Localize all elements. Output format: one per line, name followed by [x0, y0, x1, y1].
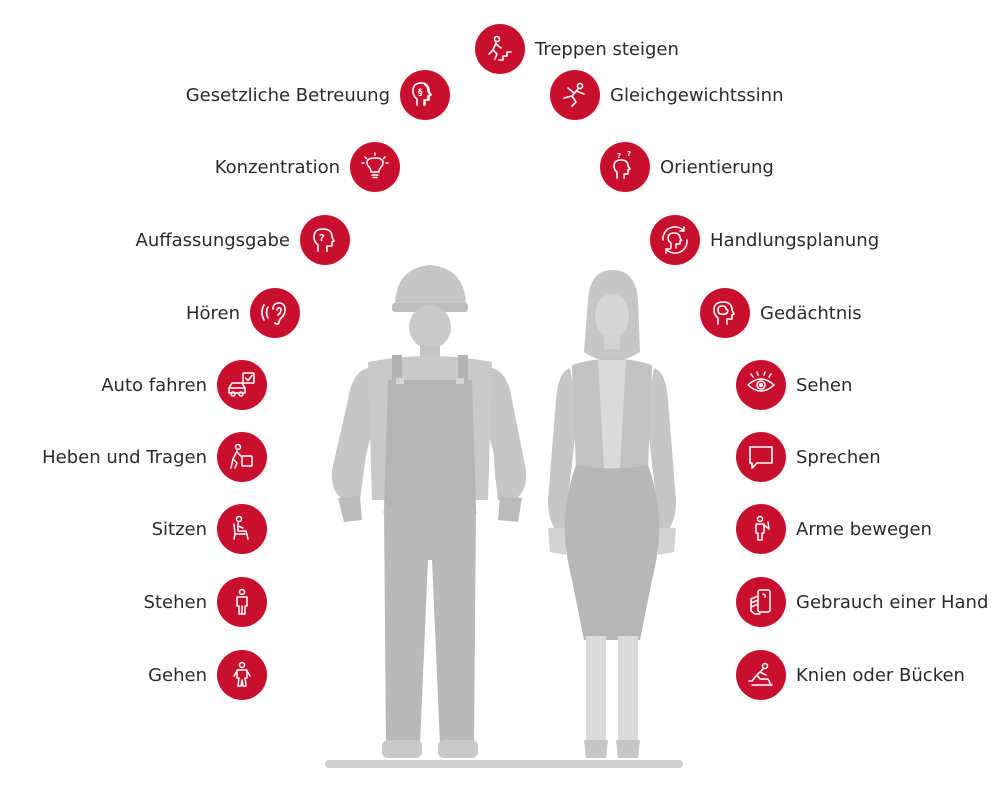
item-gehen: Gehen [148, 650, 267, 700]
svg-text:?: ? [319, 233, 325, 244]
label-gleichgewichtssinn: Gleichgewichtssinn [610, 84, 784, 106]
item-sitzen: Sitzen [152, 504, 267, 554]
label-auffassungsgabe: Auffassungsgabe [135, 229, 291, 251]
item-handlungsplanung: Handlungsplanung [650, 215, 879, 265]
eye-icon [736, 360, 786, 410]
label-gedaechtnis: Gedächtnis [760, 302, 862, 324]
label-heben-und-tragen: Heben und Tragen [42, 446, 207, 468]
hand-icon [736, 577, 786, 627]
question-head-icon: ? ? [600, 142, 650, 192]
label-gehen: Gehen [148, 664, 207, 686]
item-knien-oder-buecken: Knien oder Bücken [736, 650, 965, 700]
head-question-icon: ? [300, 215, 350, 265]
item-konzentration: Konzentration [215, 142, 400, 192]
brain-head-icon [700, 288, 750, 338]
balance-icon [550, 70, 600, 120]
label-sehen: Sehen [796, 374, 853, 396]
item-heben-und-tragen: Heben und Tragen [42, 432, 267, 482]
item-gleichgewichtssinn: Gleichgewichtssinn [550, 70, 784, 120]
label-arme-bewegen: Arme bewegen [796, 518, 932, 540]
svg-text:?: ? [627, 150, 631, 158]
lifting-icon [217, 432, 267, 482]
label-orientierung: Orientierung [660, 156, 774, 178]
item-treppen-steigen: Treppen steigen [475, 24, 679, 74]
woman-figure [548, 270, 676, 758]
label-stehen: Stehen [143, 591, 207, 613]
kneeling-icon [736, 650, 786, 700]
item-arme-bewegen: Arme bewegen [736, 504, 932, 554]
item-sprechen: Sprechen [736, 432, 881, 482]
label-gebrauch-einer-hand: Gebrauch einer Hand [796, 591, 989, 613]
floor-line [325, 760, 683, 768]
label-konzentration: Konzentration [214, 156, 340, 178]
label-sitzen: Sitzen [151, 518, 207, 540]
item-orientierung: ? ? Orientierung [600, 142, 774, 192]
item-gesetzliche-betreuung: Gesetzliche Betreuung § [186, 70, 450, 120]
ear-icon [250, 288, 300, 338]
walking-icon [217, 650, 267, 700]
item-auffassungsgabe: Auffassungsgabe ? [135, 215, 350, 265]
legal-head-icon: § [400, 70, 450, 120]
stairs-icon [475, 24, 525, 74]
item-stehen: Stehen [144, 577, 267, 627]
item-gedaechtnis: Gedächtnis [700, 288, 862, 338]
lightbulb-icon [350, 142, 400, 192]
speech-bubble-icon [736, 432, 786, 482]
label-auto-fahren: Auto fahren [101, 374, 207, 396]
item-hoeren: Hören [186, 288, 300, 338]
head-cycle-icon [650, 215, 700, 265]
item-gebrauch-einer-hand: Gebrauch einer Hand [736, 577, 988, 627]
arm-icon [736, 504, 786, 554]
label-sprechen: Sprechen [796, 446, 881, 468]
svg-text:?: ? [617, 152, 621, 160]
label-knien-oder-buecken: Knien oder Bücken [796, 664, 965, 686]
label-hoeren: Hören [185, 302, 240, 324]
label-gesetzliche-betreuung: Gesetzliche Betreuung [185, 84, 390, 106]
sitting-icon [217, 504, 267, 554]
label-handlungsplanung: Handlungsplanung [710, 229, 880, 251]
car-icon [217, 360, 267, 410]
item-sehen: Sehen [736, 360, 852, 410]
worker-figure [331, 265, 527, 758]
svg-text:§: § [418, 88, 423, 98]
label-treppen-steigen: Treppen steigen [535, 38, 679, 60]
item-auto-fahren: Auto fahren [101, 360, 267, 410]
standing-icon [217, 577, 267, 627]
